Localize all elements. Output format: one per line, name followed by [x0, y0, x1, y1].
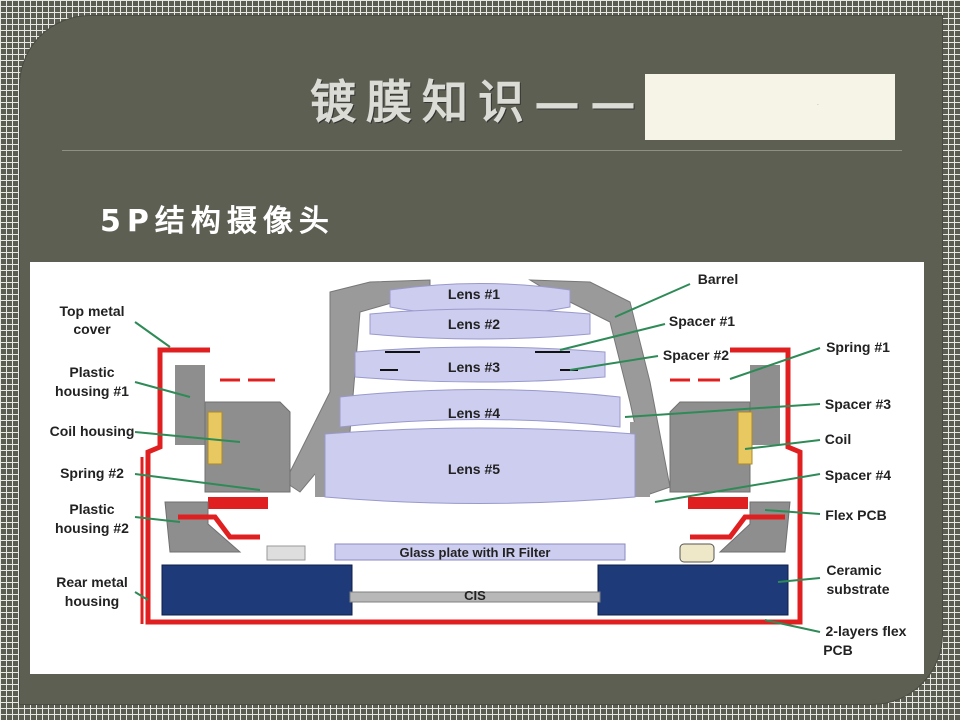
label-plastic-housing-1-line2: housing #1 [55, 383, 129, 399]
pointer-lines [134, 283, 821, 633]
lens-5-shape [324, 427, 636, 504]
plastic-housing-2-right [718, 501, 791, 553]
label-barrel: Barrel [698, 271, 738, 287]
lens-3-label: Lens #3 [448, 359, 500, 375]
component-left [266, 545, 306, 561]
barrel-right [528, 279, 671, 495]
label-plastic-housing-2-line1: Plastic [69, 501, 114, 517]
label-spacer-1: Spacer #1 [669, 313, 735, 329]
lens-2-shape [369, 308, 591, 340]
label-rear-metal-housing-line2: housing [65, 593, 119, 609]
cross-section-svg: Lens #1 Lens #2 Lens #3 Lens #4 Lens #5 … [50, 271, 907, 658]
coil-left [207, 411, 223, 465]
cis-sensor [349, 591, 601, 603]
label-2-layers-flex-pcb-line2: PCB [823, 642, 853, 658]
glass-plate [334, 543, 626, 561]
flex-pcb-right [690, 514, 785, 540]
lens-4-shape [339, 389, 621, 428]
slide-subtitle: 5P结构摄像头 [100, 204, 335, 239]
spring-2-left [208, 497, 268, 509]
label-spring-2: Spring #2 [60, 465, 124, 481]
coil-right [737, 411, 753, 465]
label-spacer-4: Spacer #4 [825, 467, 891, 483]
lens-5-label: Lens #5 [448, 461, 500, 477]
lens-1-label: Lens #1 [448, 286, 500, 302]
label-top-metal-cover-line1: Top metal [59, 303, 124, 319]
label-top-metal-cover-line2: cover [73, 321, 111, 337]
label-spacer-3: Spacer #3 [825, 396, 891, 412]
title-overlay-box: . [645, 74, 895, 140]
label-spacer-2: Spacer #2 [663, 347, 729, 363]
label-plastic-housing-2-line2: housing #2 [55, 520, 129, 536]
cis-label: CIS [464, 588, 486, 603]
camera-module-cross-section: Lens #1 Lens #2 Lens #3 Lens #4 Lens #5 … [30, 262, 924, 674]
lens-3-shape [354, 346, 606, 383]
ceramic-substrate-left [161, 564, 353, 616]
title-divider [62, 150, 902, 151]
label-rear-metal-housing-line1: Rear metal [56, 574, 128, 590]
label-coil: Coil [825, 431, 851, 447]
label-spring-1: Spring #1 [826, 339, 890, 355]
lens-2-label: Lens #2 [448, 316, 500, 332]
plastic-housing-1-right [750, 365, 780, 445]
label-ceramic-substrate-line1: Ceramic [826, 562, 881, 578]
coil-housing-left [204, 401, 291, 493]
lens-4-label: Lens #4 [448, 405, 500, 421]
plastic-housing-2-left [164, 501, 242, 553]
label-flex-pcb: Flex PCB [825, 507, 886, 523]
slide-title: 镀膜知识——S [310, 75, 690, 129]
glass-plate-label: Glass plate with IR Filter [400, 545, 551, 560]
component-right [679, 543, 715, 563]
label-coil-housing: Coil housing [50, 423, 135, 439]
label-ceramic-substrate-line2: substrate [826, 581, 889, 597]
flex-pcb-left [178, 514, 260, 540]
ceramic-substrate-right [597, 564, 789, 616]
label-plastic-housing-1-line1: Plastic [69, 364, 114, 380]
spring-2-right [688, 497, 748, 509]
plastic-housing-1-left [175, 365, 205, 445]
label-2-layers-flex-pcb-line1: 2-layers flex [826, 623, 907, 639]
top-metal-cover [145, 347, 803, 625]
